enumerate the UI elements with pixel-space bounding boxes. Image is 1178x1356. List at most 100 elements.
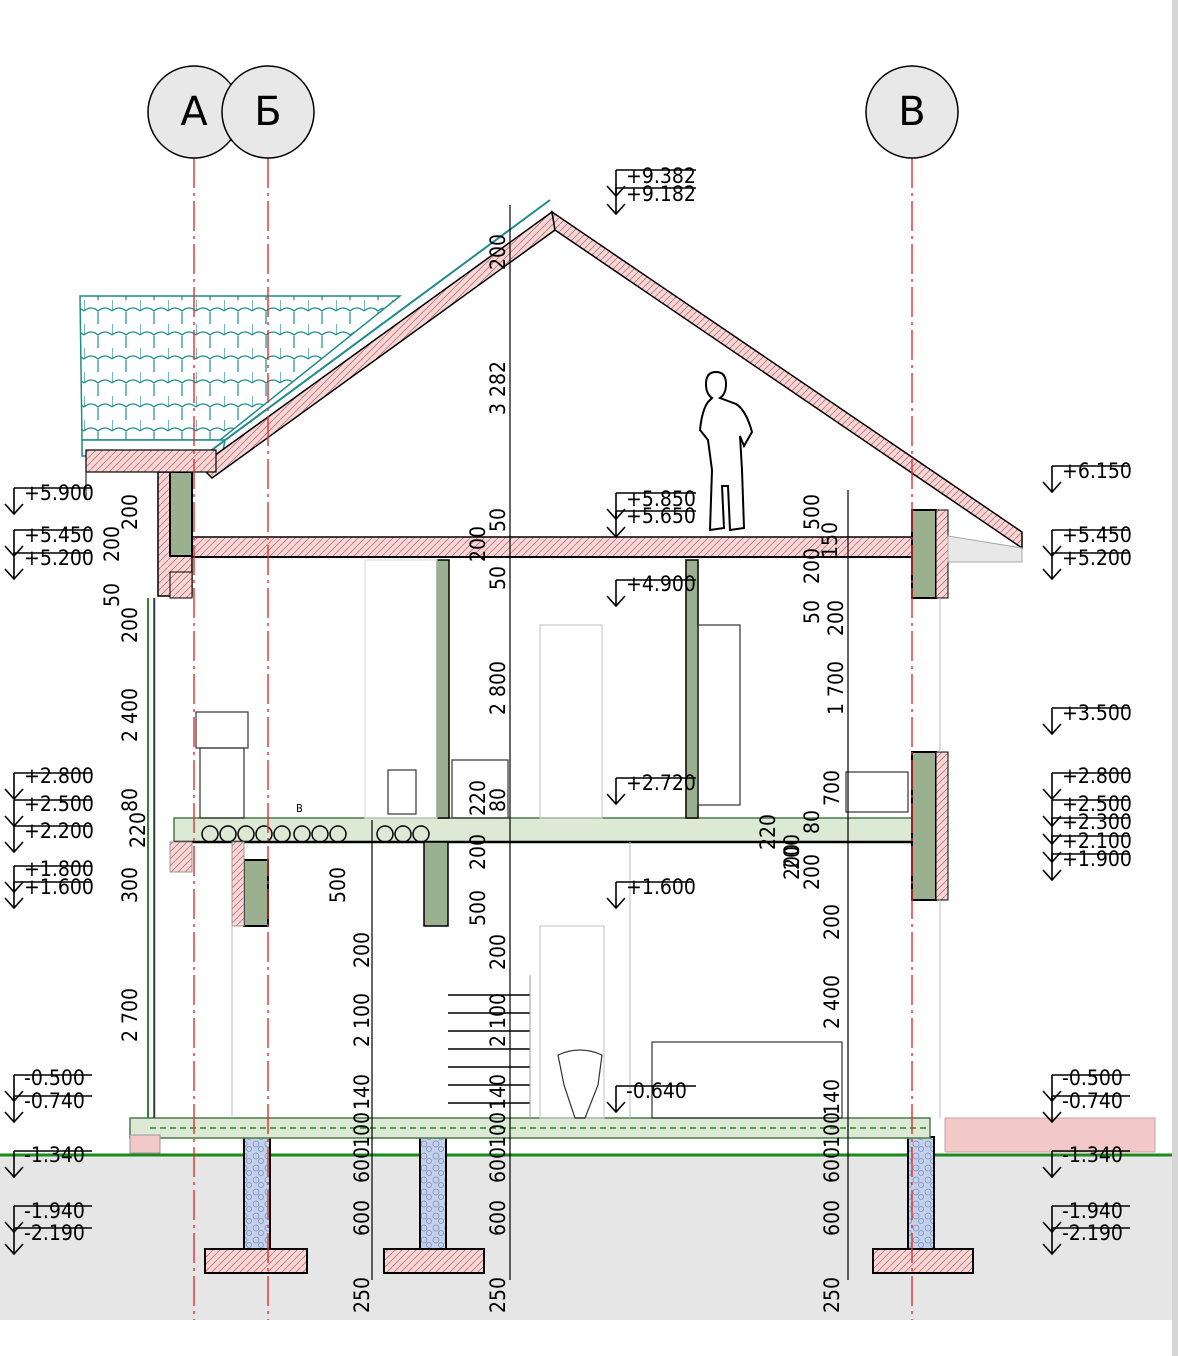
right-level-marker: +3.500 (1042, 701, 1132, 736)
dimension-value: 200 (118, 494, 142, 530)
dimension-value: 150 (818, 522, 842, 558)
left-level-marker: +5.900 (4, 481, 94, 516)
right-level-value: +3.500 (1062, 701, 1132, 725)
left-level-marker: +5.200 (4, 546, 94, 581)
dimension-value: 80 (800, 810, 824, 834)
right-level-value: +5.200 (1062, 546, 1132, 570)
center-level-marker: +5.650 (606, 504, 696, 539)
center-level-marker: +1.600 (606, 875, 696, 910)
stairs (448, 975, 531, 1118)
left-level-marker: -1.340 (4, 1143, 92, 1179)
dimension-value: 200 (350, 932, 374, 968)
axis-label-b: Б (254, 89, 281, 135)
right-level-value: -2.190 (1062, 1221, 1123, 1245)
right-level-value: -1.340 (1062, 1143, 1123, 1167)
dimension-value: 1 700 (824, 661, 848, 715)
dimension-value: 220 (126, 812, 150, 848)
level-markers-center: +9.382+9.182 +5.850+5.650 +4.900 +2.720 +1.6… (606, 164, 696, 1114)
right-level-marker: -0.740 (1042, 1089, 1130, 1124)
center-level-value: +1.600 (626, 875, 696, 899)
dimension-value: 50 (486, 566, 510, 590)
right-level-value: +2.800 (1062, 764, 1132, 788)
dimension-value: 100 (350, 1112, 374, 1148)
dimension-value: 50 (800, 600, 824, 624)
left-level-marker: -2.190 (4, 1221, 92, 1256)
right-level-marker: -0.500 (1042, 1066, 1130, 1103)
dimension-lines (153, 205, 849, 1280)
left-level-value: -2.190 (24, 1221, 85, 1245)
center-level-value: +5.650 (626, 504, 696, 528)
dimension-value: 3 282 (486, 361, 510, 415)
left-level-marker: +2.200 (4, 819, 94, 854)
dimension-value: 600 (350, 1200, 374, 1236)
roof (79, 199, 1023, 563)
left-level-marker: -0.500 (4, 1066, 92, 1103)
dimension-value: 200 (824, 600, 848, 636)
dimension-value: 200 (100, 526, 124, 562)
dimension-value: 500 (800, 494, 824, 530)
dimension-value: 140 (350, 1074, 374, 1110)
dimension-value: 200 (820, 904, 844, 940)
right-level-marker: -2.190 (1042, 1221, 1130, 1256)
dimension-value: 200 (800, 854, 824, 890)
dimension-value: 220 (466, 780, 490, 816)
dimension-value: 80 (118, 788, 142, 812)
center-level-value: +4.900 (626, 572, 696, 596)
dimension-value: 100 (820, 1112, 844, 1148)
dimension-value: 300 (118, 867, 142, 903)
dimension-value: 2 700 (118, 988, 142, 1042)
left-level-value: +1.800 (24, 857, 94, 881)
right-level-value: -0.500 (1062, 1066, 1123, 1090)
dimension-value: 2 100 (350, 993, 374, 1047)
right-level-value: +2.100 (1062, 829, 1132, 853)
center-level-value: +9.382 (626, 164, 696, 188)
left-level-marker: +2.500 (4, 792, 94, 828)
center-level-marker: +4.900 (606, 572, 696, 608)
right-level-marker: +5.450 (1042, 523, 1132, 558)
center-level-marker: +5.850 (606, 487, 696, 521)
center-level-marker: +2.720 (606, 771, 696, 806)
dimension-value: 200 (780, 844, 804, 880)
left-level-value: -1.340 (24, 1143, 85, 1167)
right-level-value: +1.900 (1062, 847, 1132, 871)
axis-bubble-v (865, 65, 959, 159)
page-edge (1172, 0, 1178, 1356)
right-level-marker: -1.940 (1042, 1199, 1130, 1234)
furniture (195, 559, 909, 1119)
level-markers-right: +6.150+5.450+5.200+3.500+2.800+2.500+2.3… (1042, 459, 1132, 1256)
dimension-value: 600 (350, 1147, 374, 1183)
left-level-value: -0.500 (24, 1066, 85, 1090)
dimension-value: 600 (486, 1147, 510, 1183)
center-level-value: +5.850 (626, 487, 696, 511)
dimension-value: 2 800 (486, 661, 510, 715)
dimension-value: 600 (820, 1147, 844, 1183)
left-level-value: -0.740 (24, 1089, 85, 1113)
dimension-value: 50 (486, 508, 510, 532)
left-level-value: -1.940 (24, 1199, 85, 1223)
dimension-value: 700 (820, 770, 844, 806)
dimension-value: 220 (756, 814, 780, 850)
right-level-marker: +5.200 (1042, 546, 1132, 581)
left-level-marker: -1.940 (4, 1199, 92, 1234)
center-level-value: +9.182 (626, 182, 696, 206)
foundations (204, 1136, 974, 1274)
attic-floor (191, 536, 915, 558)
axis-bubble-b (221, 65, 315, 159)
left-level-value: +5.450 (24, 523, 94, 547)
right-level-marker: +1.900 (1042, 847, 1132, 882)
center-level-marker: -0.640 (606, 1079, 696, 1114)
dimension-value: 2 400 (118, 688, 142, 742)
dimension-value: 200 (780, 834, 804, 870)
axis-label-a: А (180, 89, 208, 135)
dimension-value: 80 (486, 788, 510, 812)
level-markers-left: +5.900+5.450+5.200+2.800+2.500+2.200+1.8… (4, 481, 94, 1256)
right-level-marker: +2.300 (1042, 810, 1132, 846)
dimension-value: 200 (486, 234, 510, 270)
grid-axes: А Б В (147, 65, 959, 1320)
center-level-value: -0.640 (626, 1079, 687, 1103)
dimension-value: 600 (486, 1200, 510, 1236)
dimension-value: 500 (466, 890, 490, 926)
